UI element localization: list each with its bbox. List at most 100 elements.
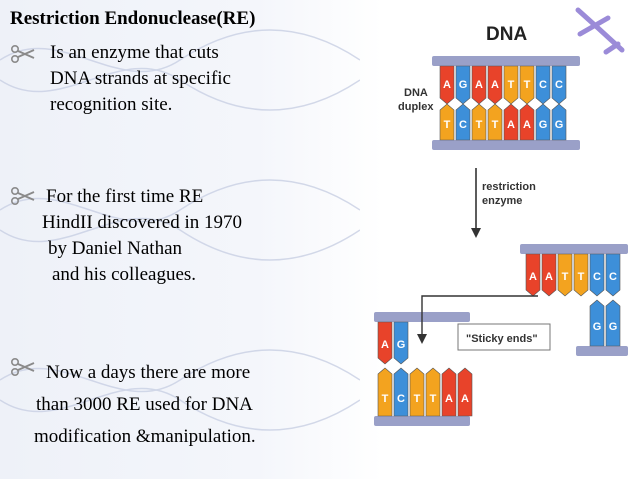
base-pair-block [605, 299, 621, 347]
base-pair-block [605, 253, 621, 297]
base-letter: G [609, 321, 618, 333]
arrowhead-icon [471, 228, 481, 238]
base-letter: A [461, 393, 469, 405]
bullet-line: recognition site. [50, 94, 173, 115]
base-letter: A [381, 339, 389, 351]
bullet-line: Is an enzyme that cuts [50, 42, 219, 63]
base-letter: A [507, 119, 515, 131]
base-pair-block [525, 253, 541, 297]
base-letter: A [529, 271, 537, 283]
base-pair-block [557, 253, 573, 297]
base-pair-block [589, 253, 605, 297]
base-pair-block [455, 65, 471, 105]
scissors-bullet-icon [11, 358, 35, 376]
base-letter: A [491, 79, 499, 91]
base-pair-block [503, 65, 519, 105]
base-pair-block [519, 65, 535, 105]
base-letter: T [382, 393, 389, 405]
slide-title: Restriction Endonuclease(RE) [10, 8, 256, 29]
base-letter: C [593, 271, 601, 283]
base-letter: C [397, 393, 405, 405]
base-letter: T [578, 271, 585, 283]
base-pair-block [441, 367, 457, 417]
scissors-bullet-icon [11, 45, 35, 63]
dna-backbone [432, 140, 580, 150]
base-pair-block [377, 321, 393, 365]
base-pair-block [535, 65, 551, 105]
enzyme-label: restriction [482, 181, 536, 193]
base-letter: G [459, 79, 468, 91]
base-pair-block [487, 65, 503, 105]
base-letter: C [539, 79, 547, 91]
sticky-ends-label: "Sticky ends" [466, 333, 538, 345]
scissors-bullet-icon [11, 187, 35, 205]
base-letter: A [443, 79, 451, 91]
sticky-ends-box [457, 323, 551, 351]
bullet-2: For the first time RE HindII discovered … [42, 184, 242, 288]
bullet-1: Is an enzyme that cuts DNA strands at sp… [50, 40, 231, 118]
bullet-line: than 3000 RE used for DNA [36, 394, 253, 415]
base-pair-block [393, 367, 409, 417]
base-pair-block [409, 367, 425, 417]
base-pair-block [425, 367, 441, 417]
base-pair-block [519, 103, 535, 141]
base-pair-block [439, 65, 455, 105]
dna-backbone [374, 416, 470, 426]
base-letter: A [475, 79, 483, 91]
bullet-line: modification &manipulation. [34, 426, 256, 447]
base-letter: T [508, 79, 515, 91]
base-letter: T [414, 393, 421, 405]
base-pair-block [487, 103, 503, 141]
duplex-label: duplex [398, 101, 434, 113]
base-letter: T [476, 119, 483, 131]
bullet-line: and his colleagues. [52, 264, 197, 285]
base-letter: T [444, 119, 451, 131]
base-pair-block [471, 103, 487, 141]
base-letter: G [397, 339, 406, 351]
bullet-line: HindII discovered in 1970 [42, 212, 242, 233]
bullet-line: DNA strands at specific [50, 68, 231, 89]
base-letter: G [555, 119, 564, 131]
base-pair-block [551, 65, 567, 105]
dna-backbone [432, 56, 580, 66]
dna-backbone [520, 244, 628, 254]
bullet-line: For the first time RE [46, 186, 204, 207]
base-pair-block [551, 103, 567, 141]
bullet-line: Now a days there are more [46, 362, 251, 383]
base-pair-block [589, 299, 605, 347]
base-pair-block [377, 367, 393, 417]
base-pair-block [503, 103, 519, 141]
bullet-line: by Daniel Nathan [48, 238, 183, 259]
base-pair-block [535, 103, 551, 141]
base-pair-block [471, 65, 487, 105]
sticky-connector [421, 295, 538, 336]
base-letter: A [545, 271, 553, 283]
base-letter: C [459, 119, 467, 131]
base-pair-block [457, 367, 473, 417]
dna-corner-icon [575, 7, 625, 55]
dna-backbone [576, 346, 628, 356]
diagram-heading: DNA [486, 24, 527, 45]
base-pair-block [455, 103, 471, 141]
base-letter: A [445, 393, 453, 405]
bullet-3: Now a days there are more than 3000 RE u… [34, 360, 256, 450]
base-pair-block [573, 253, 589, 297]
base-pair-block [393, 321, 409, 365]
base-letter: T [524, 79, 531, 91]
base-pair-block [541, 253, 557, 297]
base-letter: C [609, 271, 617, 283]
base-pair-block [439, 103, 455, 141]
enzyme-label: enzyme [482, 195, 522, 207]
base-letter: A [523, 119, 531, 131]
base-letter: G [539, 119, 548, 131]
arrowhead-icon [417, 334, 427, 344]
base-letter: T [562, 271, 569, 283]
base-letter: T [492, 119, 499, 131]
base-letter: G [593, 321, 602, 333]
base-letter: C [555, 79, 563, 91]
background-dna-watermark [0, 29, 360, 431]
